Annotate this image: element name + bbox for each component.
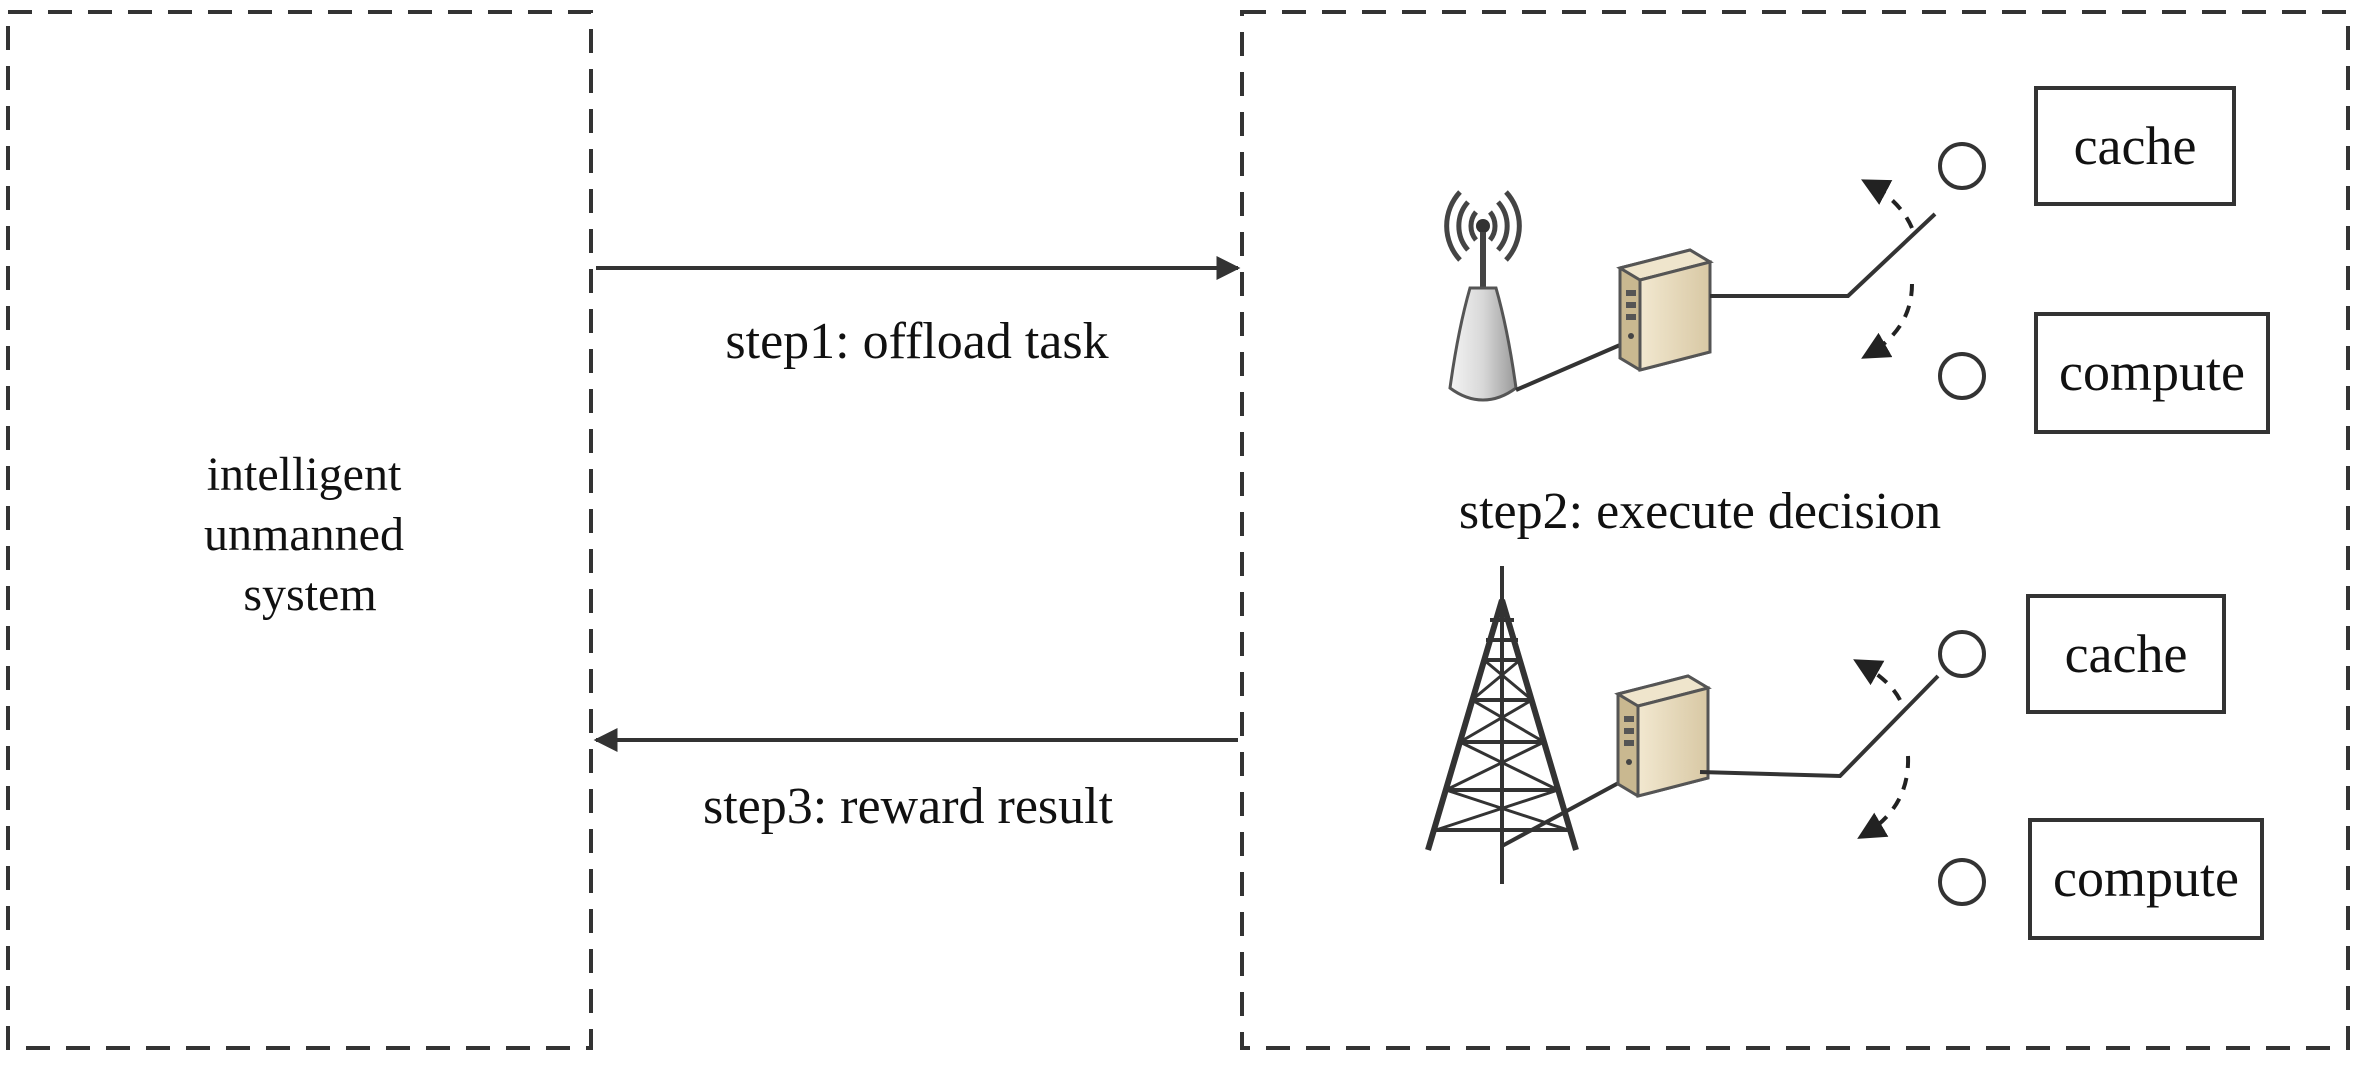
cell-tower-icon [1425,566,1579,884]
step1-label: step1: offload task [725,313,1108,370]
cache-contact-1 [1938,142,1986,190]
switch-arrow-up-2 [1853,659,1902,701]
compute-contact-2 [1938,858,1986,906]
switch-arrow-up-1 [1861,179,1914,229]
left-panel-label-line-2: unmanned [204,508,404,561]
cache-box-1 [2034,86,2236,206]
step2-label: step2: execute decision [1459,483,1941,540]
edge-node-access-point: cache compute [1444,86,2270,434]
step3-label: step3: reward result [703,778,1114,835]
edge-node-cell-tower: cache compute [1425,566,2264,940]
switch-arrow-down-1 [1861,283,1914,359]
right-panel-border [1240,10,2350,1050]
left-panel-label-line-3: system [243,568,376,621]
cache-label-2: cache [2065,624,2188,684]
compute-box-1 [2034,312,2270,434]
left-panel-label: intelligent unmanned system [204,448,416,621]
cache-contact-2 [1938,630,1986,678]
server-icon [1614,674,1712,798]
cache-box-2 [2026,594,2226,714]
left-panel-label-line-1: intelligent [207,448,402,501]
left-panel-border [6,10,593,1050]
compute-label-2: compute [2053,848,2239,908]
compute-contact-1 [1938,352,1986,400]
switch-arrow-down-2 [1857,755,1911,839]
compute-box-2 [2028,818,2264,940]
wifi-router-icon [1444,190,1522,402]
cache-label-1: cache [2074,116,2197,176]
server-icon [1616,248,1714,372]
compute-label-1: compute [2059,342,2245,402]
